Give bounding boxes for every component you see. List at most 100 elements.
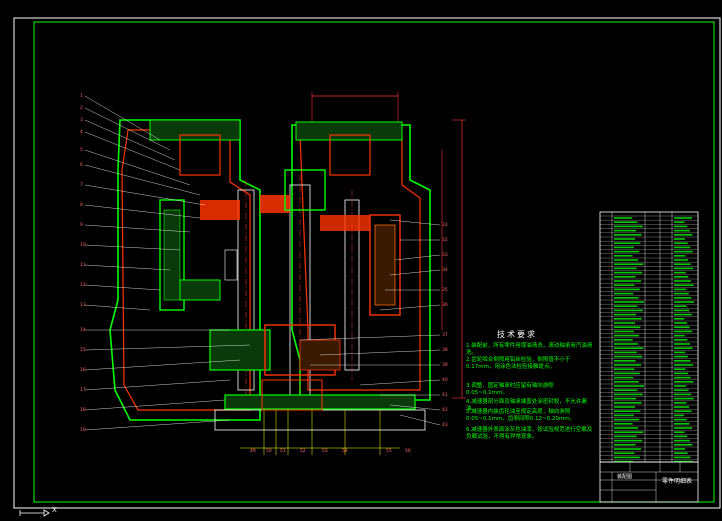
svg-text:2: 2 <box>80 105 83 111</box>
table-row-text <box>614 351 637 354</box>
table-row-text <box>614 330 634 333</box>
tech-requirement-3: 3.调整、固定轴承时应留有轴向游隙0.05~0.1mm。 <box>466 383 554 396</box>
table-row-text <box>674 406 689 408</box>
table-row-text <box>674 355 688 358</box>
table-row-text <box>674 456 691 459</box>
tech-requirement-2: 2.齿轮啮合侧隙用铅丝检验，侧隙值不小于0.17mm，用涂色法检验接触斑点。 <box>466 357 571 370</box>
table-row-text <box>674 221 685 223</box>
table-row-text <box>674 259 688 261</box>
svg-text:52: 52 <box>300 448 306 454</box>
svg-text:6: 6 <box>80 162 83 168</box>
table-row-text <box>674 343 690 345</box>
table-row-text <box>674 347 693 349</box>
svg-text:56: 56 <box>405 448 411 454</box>
table-row-text <box>614 452 635 454</box>
table-row-text <box>674 246 691 249</box>
table-row-text <box>674 271 686 274</box>
svg-text:33: 33 <box>442 252 448 258</box>
drawing-frame <box>33 21 715 503</box>
table-row-text <box>674 427 692 429</box>
table-row-text <box>674 280 691 282</box>
table-row-text <box>614 313 637 316</box>
table-row-text <box>614 234 642 236</box>
table-row-text <box>674 234 693 236</box>
table-row-text <box>614 423 633 425</box>
table-row-text <box>614 368 635 370</box>
table-row-text <box>614 284 635 286</box>
table-row-text <box>674 410 692 412</box>
table-row-text <box>674 301 694 303</box>
table-row-text <box>674 305 687 307</box>
table-row-text <box>614 246 634 249</box>
table-row-text <box>614 355 643 358</box>
table-row-text <box>614 347 644 349</box>
table-row-text <box>674 364 693 366</box>
svg-text:53: 53 <box>322 448 328 454</box>
table-row-text <box>614 280 641 282</box>
svg-text:4: 4 <box>80 129 83 135</box>
svg-text:7: 7 <box>80 182 83 188</box>
svg-text:40: 40 <box>442 377 448 383</box>
svg-text:39: 39 <box>442 362 448 368</box>
table-row-text <box>614 360 636 362</box>
svg-text:18: 18 <box>80 407 86 413</box>
table-row-text <box>674 452 688 454</box>
assembly-section-view <box>84 92 466 455</box>
svg-text:42: 42 <box>442 407 448 413</box>
table-row-text <box>614 305 638 307</box>
table-row-text <box>614 456 640 459</box>
table-row-text <box>674 250 693 253</box>
table-row-text <box>674 423 690 425</box>
table-row-text <box>614 225 643 228</box>
table-row-text <box>614 389 638 391</box>
table-row-text <box>614 334 640 337</box>
table-row-text <box>674 418 687 421</box>
svg-text:41: 41 <box>442 392 448 398</box>
table-row-text <box>674 318 685 320</box>
table-row-text <box>614 372 640 375</box>
table-row-text <box>614 397 637 400</box>
table-row-text <box>614 339 633 341</box>
table-row-text <box>674 448 685 450</box>
table-row-text <box>674 322 687 324</box>
table-row-text <box>674 389 689 391</box>
table-row-text <box>674 351 686 354</box>
table-row-text <box>674 460 693 463</box>
table-row-text <box>614 276 636 278</box>
table-row-text <box>614 292 634 295</box>
table-row-text <box>674 372 689 375</box>
table-row-text <box>614 414 634 417</box>
table-row-text <box>614 376 634 379</box>
svg-text:1: 1 <box>80 93 83 99</box>
table-row-text <box>614 343 638 345</box>
table-row-text <box>614 448 641 450</box>
table-row-text <box>614 271 643 274</box>
table-row-text <box>614 263 644 265</box>
table-row-text <box>614 385 644 387</box>
table-row-text <box>614 410 641 412</box>
table-row-text <box>674 288 687 291</box>
table-row-text <box>614 427 638 429</box>
table-row-text <box>674 309 690 312</box>
table-row-text <box>614 418 640 421</box>
svg-text:37: 37 <box>442 332 448 338</box>
svg-text:5: 5 <box>80 147 83 153</box>
table-row-text <box>614 318 642 320</box>
svg-text:17: 17 <box>80 387 86 393</box>
table-row-text <box>614 381 639 383</box>
outer-border <box>13 17 721 509</box>
table-row-text <box>674 444 693 446</box>
tech-requirement-5: 5.减速器内装齿轮油至规定高度，轴向游隙0.05~0.1mm，齿侧间隙0.12~… <box>466 409 576 422</box>
table-row-text <box>614 217 632 219</box>
svg-text:49: 49 <box>250 448 256 454</box>
table-row-text <box>674 263 691 265</box>
svg-text:38: 38 <box>442 347 448 353</box>
table-row-text <box>614 431 644 433</box>
svg-text:51: 51 <box>280 448 286 454</box>
svg-text:9: 9 <box>80 222 83 228</box>
svg-text:50: 50 <box>266 448 272 454</box>
tech-requirement-4: 4.减速器剖分面及轴承端盖处涂密封胶，不允许漏油。 <box>466 399 587 412</box>
table-row-text <box>674 435 688 438</box>
